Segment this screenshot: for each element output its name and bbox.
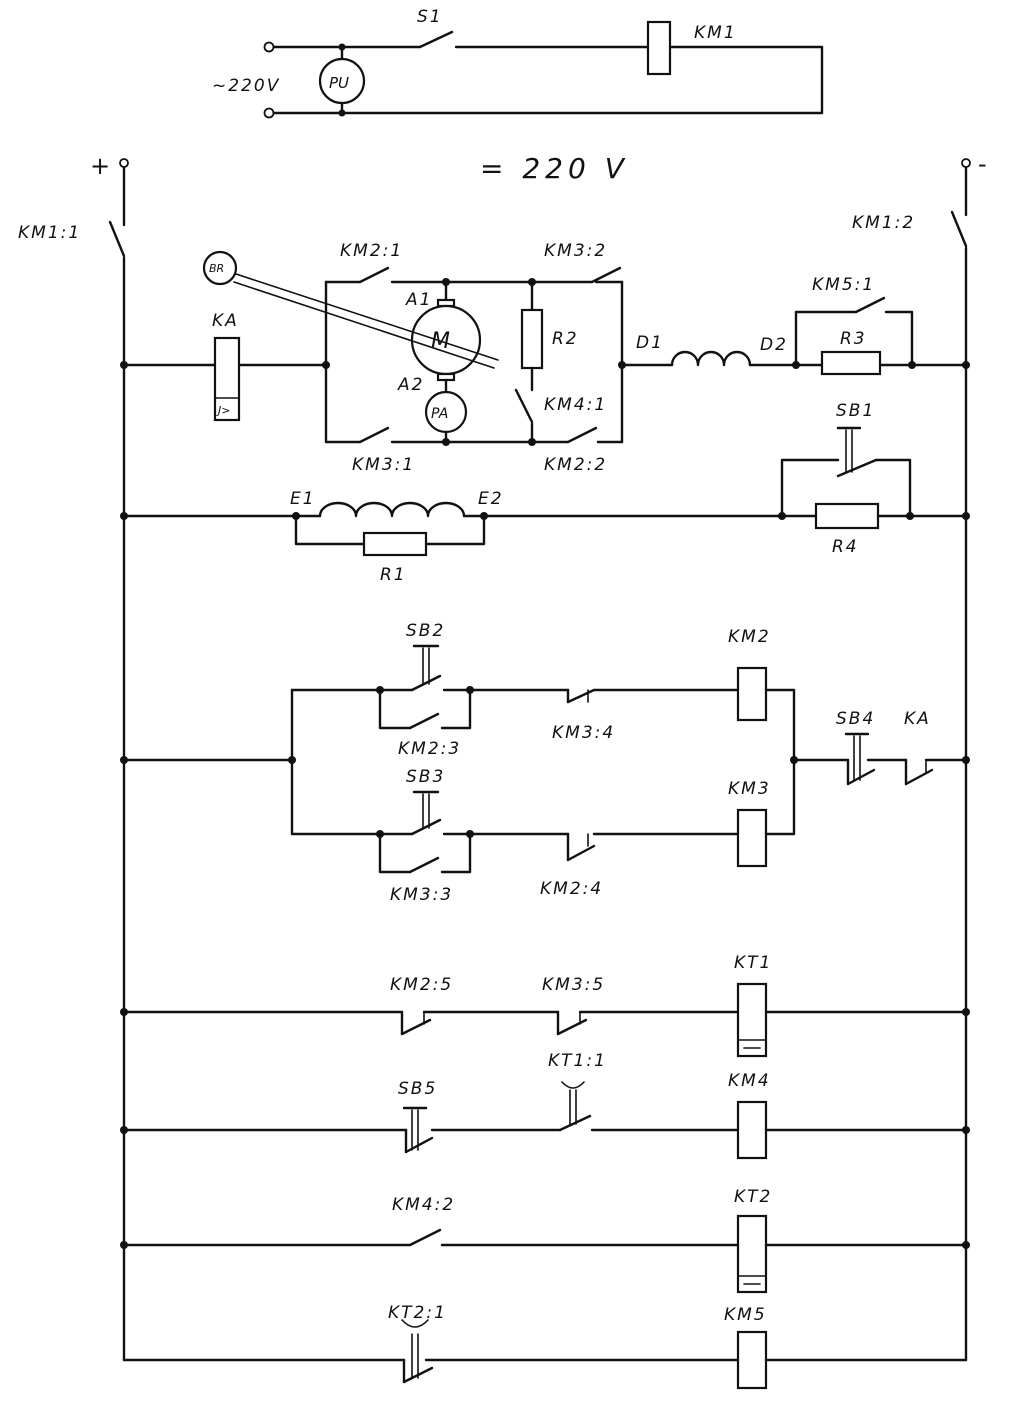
km2-label: KM2 bbox=[728, 627, 771, 647]
contact-km2-3 bbox=[408, 712, 440, 730]
km2-2-label: KM2:2 bbox=[544, 455, 607, 475]
resistor-r3 bbox=[820, 350, 882, 376]
rung-kt2: KM4:2 KT2 bbox=[120, 1187, 970, 1294]
contact-km4-1 bbox=[514, 388, 534, 424]
kt2-label: KT2 bbox=[734, 1187, 772, 1207]
timer-coil-kt1 bbox=[736, 982, 768, 1058]
sb4-label: SB4 bbox=[836, 709, 875, 729]
armature-circuit: J> KA M A1 A2 PA BR bbox=[120, 241, 970, 475]
minus-terminal bbox=[961, 158, 971, 168]
km3-4-label: KM3:4 bbox=[552, 723, 615, 743]
rung-km4: SB5 KT1:1 KM4 bbox=[120, 1051, 970, 1160]
sb1-label: SB1 bbox=[836, 401, 875, 421]
kt1-label: KT1 bbox=[734, 953, 772, 973]
minus-sign: - bbox=[978, 150, 987, 178]
series-winding-d1-d2 bbox=[670, 350, 752, 367]
rung-km5: KT2:1 KM5 bbox=[122, 1303, 968, 1390]
ac-terminal-bottom bbox=[263, 107, 275, 119]
contact-km2-2 bbox=[566, 426, 598, 444]
km2-4-label: KM2:4 bbox=[540, 879, 603, 899]
contact-km5-1 bbox=[854, 296, 886, 314]
br-label: BR bbox=[209, 262, 224, 275]
e1-label: E1 bbox=[290, 489, 316, 509]
ac-terminal-top bbox=[263, 41, 275, 53]
timer-coil-kt2 bbox=[736, 1214, 768, 1294]
contact-km3-1 bbox=[358, 426, 390, 444]
km3-label: KM3 bbox=[728, 779, 771, 799]
km3-1-label: KM3:1 bbox=[352, 455, 415, 475]
coil-km5 bbox=[736, 1330, 768, 1390]
r2-label: R2 bbox=[552, 329, 579, 349]
contact-km3-2 bbox=[590, 266, 622, 284]
d2-label: D2 bbox=[760, 335, 788, 355]
overcurrent-relay-ka bbox=[213, 336, 241, 422]
rung-kt1: KM2:5 KM3:5 KT1 bbox=[120, 953, 970, 1058]
shunt-winding-e1-e2 bbox=[318, 501, 466, 518]
sb2-label: SB2 bbox=[406, 621, 445, 641]
contact-km1-1 bbox=[108, 220, 126, 258]
pushbutton-sb3 bbox=[410, 818, 442, 836]
km1-2-label: KM1:2 bbox=[852, 213, 915, 233]
contact-km2-1 bbox=[358, 266, 390, 284]
km3-2-label: KM3:2 bbox=[544, 241, 607, 261]
tachogenerator-br bbox=[202, 250, 238, 286]
contact-km1-2 bbox=[950, 210, 968, 248]
sb5-label: SB5 bbox=[398, 1079, 437, 1099]
kt1-1-label: KT1:1 bbox=[548, 1051, 607, 1071]
r1-label: R1 bbox=[380, 565, 407, 585]
dc-voltage-label: = 220 V bbox=[480, 152, 629, 185]
voltmeter-pu bbox=[318, 57, 366, 105]
contact-kt1-1 bbox=[558, 1114, 592, 1132]
a2-label: A2 bbox=[397, 375, 424, 395]
direction-control: SB2 KM2:3 KM3:4 KM2 SB3 KM3:3 KM2:4 KM3 bbox=[120, 621, 970, 905]
km4-2-label: KM4:2 bbox=[392, 1195, 455, 1215]
pushbutton-sb2 bbox=[410, 674, 442, 692]
resistor-r4 bbox=[814, 502, 880, 530]
switch-s1 bbox=[418, 30, 454, 49]
pa-label: PA bbox=[431, 406, 448, 422]
km1-label: KM1 bbox=[694, 23, 737, 43]
ka-mark: J> bbox=[216, 404, 230, 417]
ka-label: KA bbox=[212, 311, 239, 331]
contact-km3-3 bbox=[408, 856, 440, 874]
ka-contact-label: KA bbox=[904, 709, 931, 729]
pu-label: PU bbox=[329, 74, 349, 92]
field-circuit: E1 E2 R1 SB1 R4 bbox=[120, 401, 970, 585]
km3-3-label: KM3:3 bbox=[390, 885, 453, 905]
km2-3-label: KM2:3 bbox=[398, 739, 461, 759]
ac-voltage-label: ~220V bbox=[212, 76, 280, 96]
km2-5-label: KM2:5 bbox=[390, 975, 453, 995]
km2-1-label: KM2:1 bbox=[340, 241, 403, 261]
km3-5-label: KM3:5 bbox=[542, 975, 605, 995]
s1-label: S1 bbox=[417, 7, 443, 27]
plus-sign: + bbox=[90, 152, 110, 180]
coil-km3 bbox=[736, 808, 768, 868]
plus-terminal bbox=[119, 158, 129, 168]
r3-label: R3 bbox=[840, 329, 867, 349]
resistor-r1 bbox=[362, 531, 428, 557]
coil-km4 bbox=[736, 1100, 768, 1160]
kt2-1-label: KT2:1 bbox=[388, 1303, 447, 1323]
d1-label: D1 bbox=[636, 333, 664, 353]
km5-label: KM5 bbox=[724, 1305, 767, 1325]
sb3-label: SB3 bbox=[406, 767, 445, 787]
r4-label: R4 bbox=[832, 537, 859, 557]
pushbutton-sb1 bbox=[836, 458, 878, 478]
km4-1-label: KM4:1 bbox=[544, 395, 607, 415]
km1-1-label: KM1:1 bbox=[18, 223, 81, 243]
e2-label: E2 bbox=[478, 489, 504, 509]
km4-label: KM4 bbox=[728, 1071, 771, 1091]
coil-km1 bbox=[646, 20, 672, 76]
ac-supply-circuit: ~220V S1 PU KM1 bbox=[212, 7, 824, 119]
dc-rails: + - = 220 V KM1:1 KM1:2 bbox=[18, 150, 987, 1362]
resistor-r2 bbox=[520, 308, 544, 370]
contact-km4-2 bbox=[408, 1228, 442, 1247]
km5-1-label: KM5:1 bbox=[812, 275, 875, 295]
a1-label: A1 bbox=[405, 290, 432, 310]
coil-km2 bbox=[736, 666, 768, 722]
